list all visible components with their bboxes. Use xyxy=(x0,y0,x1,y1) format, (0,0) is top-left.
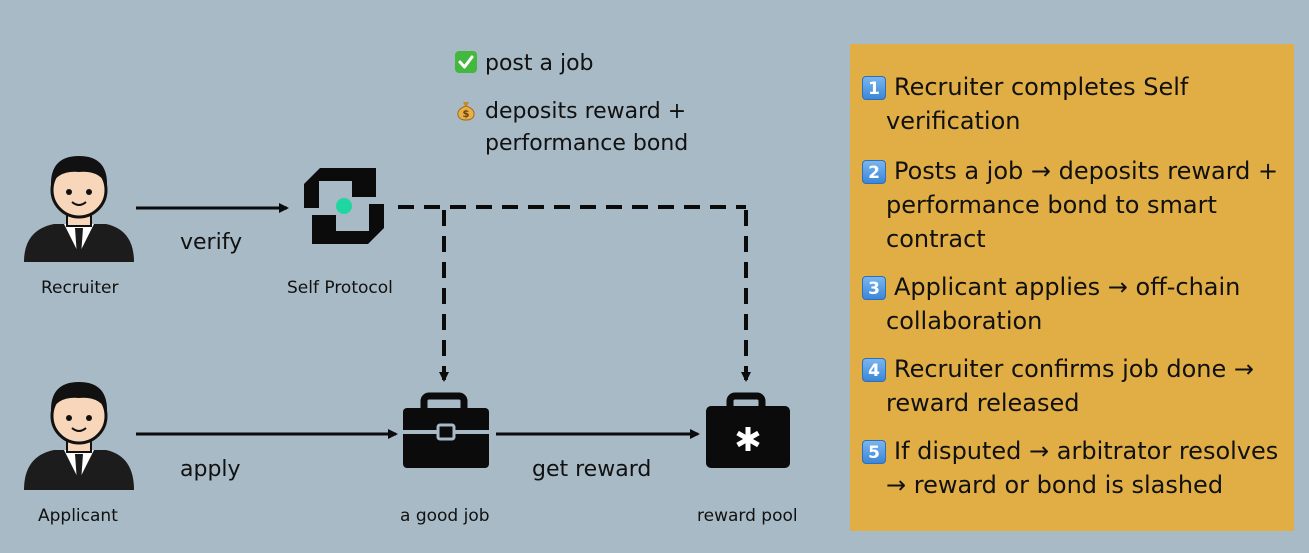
step-1-line2: verification xyxy=(886,107,1021,135)
self-protocol-logo-icon xyxy=(304,168,384,244)
money-bag-icon: $ xyxy=(457,102,475,121)
keycap-4-icon: 4 xyxy=(862,358,886,382)
deposit-note: $ deposits reward + performance bond xyxy=(455,96,688,160)
step-1-line1: Recruiter completes Self xyxy=(894,73,1189,101)
step-3-line1: Applicant applies → off-chain xyxy=(894,273,1241,301)
svg-text:$: $ xyxy=(463,109,470,120)
deposit-text-line2: performance bond xyxy=(485,131,689,156)
steps-panel: 1 Recruiter completes Self verification 2… xyxy=(850,44,1294,531)
step-3: 3 Applicant applies → off-chain collabora… xyxy=(862,270,1286,338)
get-reward-label: get reward xyxy=(532,457,652,482)
recruiter-label: Recruiter xyxy=(41,278,119,298)
keycap-2-icon: 2 xyxy=(862,160,886,184)
step-5-line1: If disputed → arbitrator resolves xyxy=(894,437,1279,465)
applicant-avatar-icon xyxy=(24,382,134,490)
step-5-line2: → reward or bond is slashed xyxy=(886,471,1224,499)
step-3-line2: collaboration xyxy=(886,307,1043,335)
applicant-label: Applicant xyxy=(38,506,118,526)
step-2-line1: Posts a job → deposits reward + xyxy=(894,157,1279,185)
recruiter-avatar-icon xyxy=(24,156,134,262)
step-4: 4 Recruiter confirms job done → reward re… xyxy=(862,352,1286,420)
check-mark-icon xyxy=(455,51,477,73)
step-2-line3: contract xyxy=(886,225,986,253)
apply-label: apply xyxy=(180,457,241,482)
keycap-5-icon: 5 xyxy=(862,440,886,464)
step-2-line2: performance bond to smart xyxy=(886,191,1217,219)
reward-pool-bag-icon xyxy=(706,392,790,468)
post-job-note: post a job xyxy=(455,48,594,80)
keycap-1-icon: 1 xyxy=(862,76,886,100)
post-job-text: post a job xyxy=(485,51,594,76)
step-4-line2: reward released xyxy=(886,389,1080,417)
good-job-label: a good job xyxy=(400,506,490,526)
briefcase-icon xyxy=(403,392,489,468)
reward-pool-label: reward pool xyxy=(697,506,798,526)
step-2: 2 Posts a job → deposits reward + perform… xyxy=(862,154,1286,256)
keycap-3-icon: 3 xyxy=(862,276,886,300)
deposit-text-line1: deposits reward + xyxy=(485,99,687,124)
step-5: 5 If disputed → arbitrator resolves → rew… xyxy=(862,434,1286,502)
step-4-line1: Recruiter confirms job done → xyxy=(894,355,1254,383)
verify-label: verify xyxy=(180,230,243,255)
step-1: 1 Recruiter completes Self verification xyxy=(862,70,1286,138)
self-protocol-label: Self Protocol xyxy=(287,278,393,298)
